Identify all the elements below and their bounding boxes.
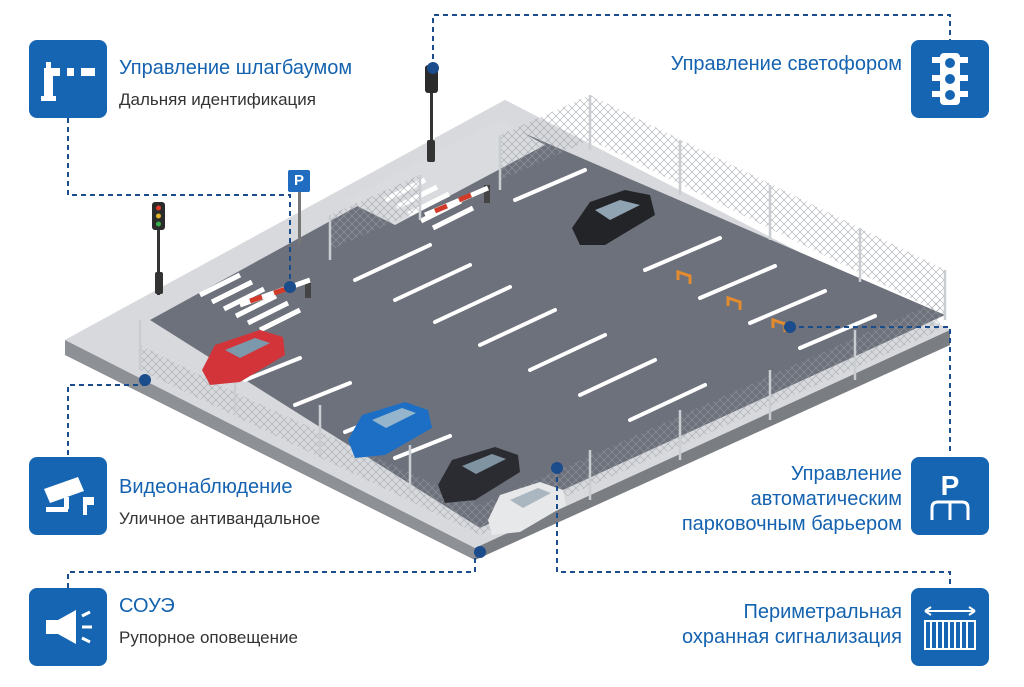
parking-barrier-title-line-2: автоматическим — [750, 488, 902, 510]
barrier-icon-box — [29, 40, 107, 118]
car-blue — [348, 402, 432, 458]
parking-barrier-title-line-3: парковочным барьером — [681, 513, 902, 535]
parking-barrier-label: Управление автоматическим парковочным ба… — [682, 462, 902, 537]
parking-sign-letter: P — [293, 172, 304, 189]
car-red — [202, 330, 285, 385]
crosswalk-left — [198, 272, 302, 333]
car-black-top — [572, 190, 655, 245]
parking-sign — [288, 170, 310, 245]
parking-barrier-icon-letter: P — [940, 470, 960, 501]
car-white — [488, 482, 566, 535]
loudspeaker-icon — [46, 610, 92, 644]
video-subtitle: Уличное антивандальное — [119, 509, 321, 528]
traffic-light-icon-box — [911, 40, 989, 118]
perimeter-label: Периметральная охранная сигнализация — [682, 600, 902, 650]
perimeter-fence-icon — [924, 606, 976, 650]
traffic-light-icon — [932, 53, 968, 105]
video-label: Видеонаблюдение Уличное антивандальное — [119, 475, 320, 529]
announce-label: СОУЭ Рупорное оповещение — [119, 594, 298, 648]
cctv-camera-icon — [44, 477, 94, 515]
barrier-title: Управление шлагбаумом — [119, 57, 353, 79]
car-black — [438, 447, 520, 503]
barrier-subtitle: Дальняя идентификация — [119, 90, 316, 109]
connector-dots — [139, 62, 796, 558]
cctv-icon-box — [29, 457, 107, 535]
barrier-icon — [41, 62, 95, 101]
parking-barrier-icon-box: P — [911, 457, 989, 535]
barrier-label: Управление шлагбаумом Дальняя идентифика… — [119, 56, 352, 110]
traffic-light-label: Управление светофором — [671, 52, 902, 77]
announce-title: СОУЭ — [119, 595, 175, 617]
perimeter-title-line-2: охранная сигнализация — [682, 626, 902, 648]
entry-barriers — [239, 185, 490, 308]
perimeter-title-line-1: Периметральная — [743, 601, 903, 623]
parking-barrier-icon — [930, 500, 970, 520]
loudspeaker-icon-box — [29, 588, 107, 666]
parking-barrier-title-line-1: Управление — [790, 463, 902, 485]
video-title: Видеонаблюдение — [119, 476, 293, 498]
traffic-light-left — [152, 202, 165, 295]
connector-lines — [67, 14, 951, 588]
announce-subtitle: Рупорное оповещение — [119, 628, 298, 647]
perimeter-icon-box — [911, 588, 989, 666]
parking-lines — [243, 168, 877, 460]
traffic-light-title: Управление светофором — [670, 53, 902, 75]
